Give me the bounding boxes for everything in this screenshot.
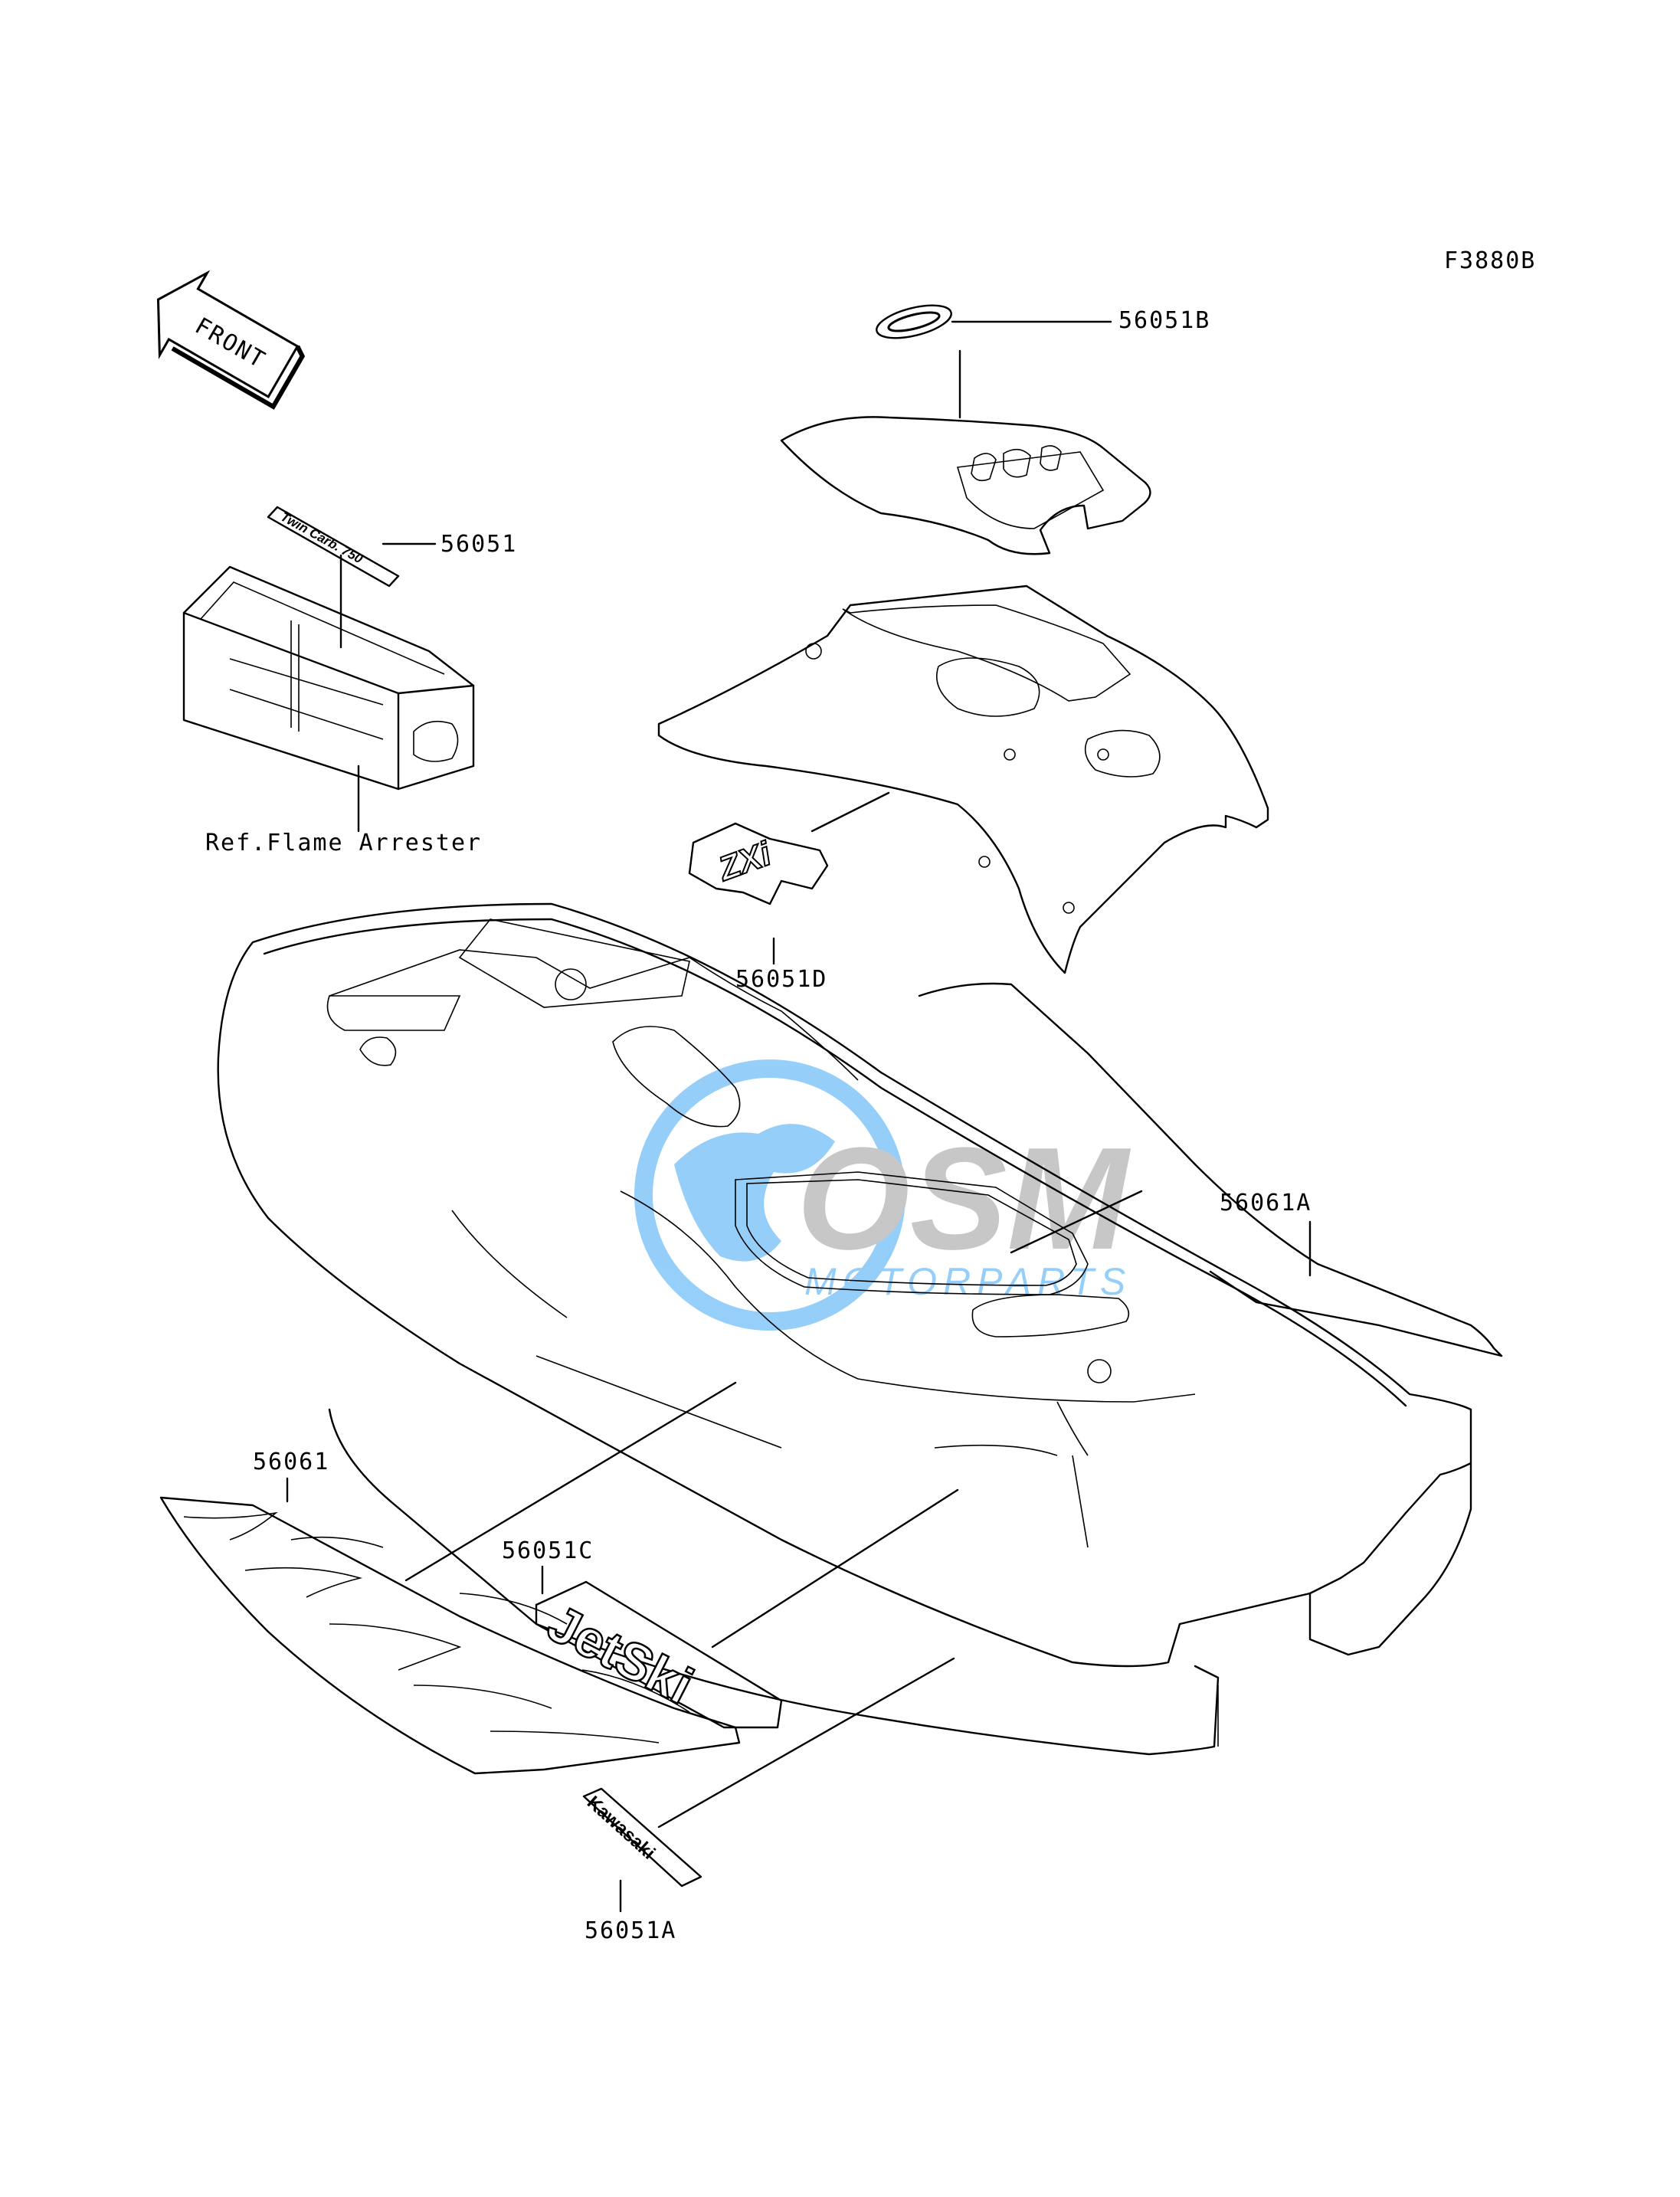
decal-56051D: ZXi [688, 822, 829, 905]
front-hood [657, 584, 1269, 974]
watermark-brand: OSM [797, 1118, 1131, 1280]
front-direction-arrow-icon: FRONT [156, 270, 306, 410]
watermark: OSM MOTORPARTS [634, 1059, 1131, 1331]
callout-56051B: 56051B [1118, 307, 1210, 334]
callout-flame-arrester: Ref.Flame Arrester [205, 830, 482, 856]
decal-zxi-text: ZXi [712, 835, 777, 889]
handlebar-cover [780, 416, 1151, 555]
hull-lower-skirt [328, 1408, 1472, 1756]
figure-code: F3880B [1444, 247, 1536, 274]
decal-kawasaki-text: Kawasaki [583, 1792, 659, 1863]
decal-jetski-text: JetSki [539, 1594, 702, 1716]
hull-body [217, 902, 1472, 1668]
decal-56061A [918, 982, 1503, 1357]
decal-56061 [159, 1496, 741, 1775]
callout-56061A: 56061A [1220, 1190, 1312, 1216]
flame-arrester [182, 565, 475, 791]
decal-twin-carb-text: Twin Carb. 750 [278, 509, 365, 567]
leader-lines [286, 320, 1312, 1913]
callout-56051C: 56051C [502, 1537, 594, 1564]
callout-56051D: 56051D [735, 966, 827, 993]
callout-56061: 56061 [253, 1449, 329, 1475]
decal-56051A: Kawasaki [582, 1787, 702, 1888]
callout-56051A: 56051A [585, 1917, 676, 1944]
decal-56051B [876, 304, 952, 339]
decal-56051: Twin Carb. 750 [267, 506, 400, 588]
callout-56051: 56051 [440, 531, 517, 558]
decal-56051C: JetSki [535, 1580, 783, 1729]
